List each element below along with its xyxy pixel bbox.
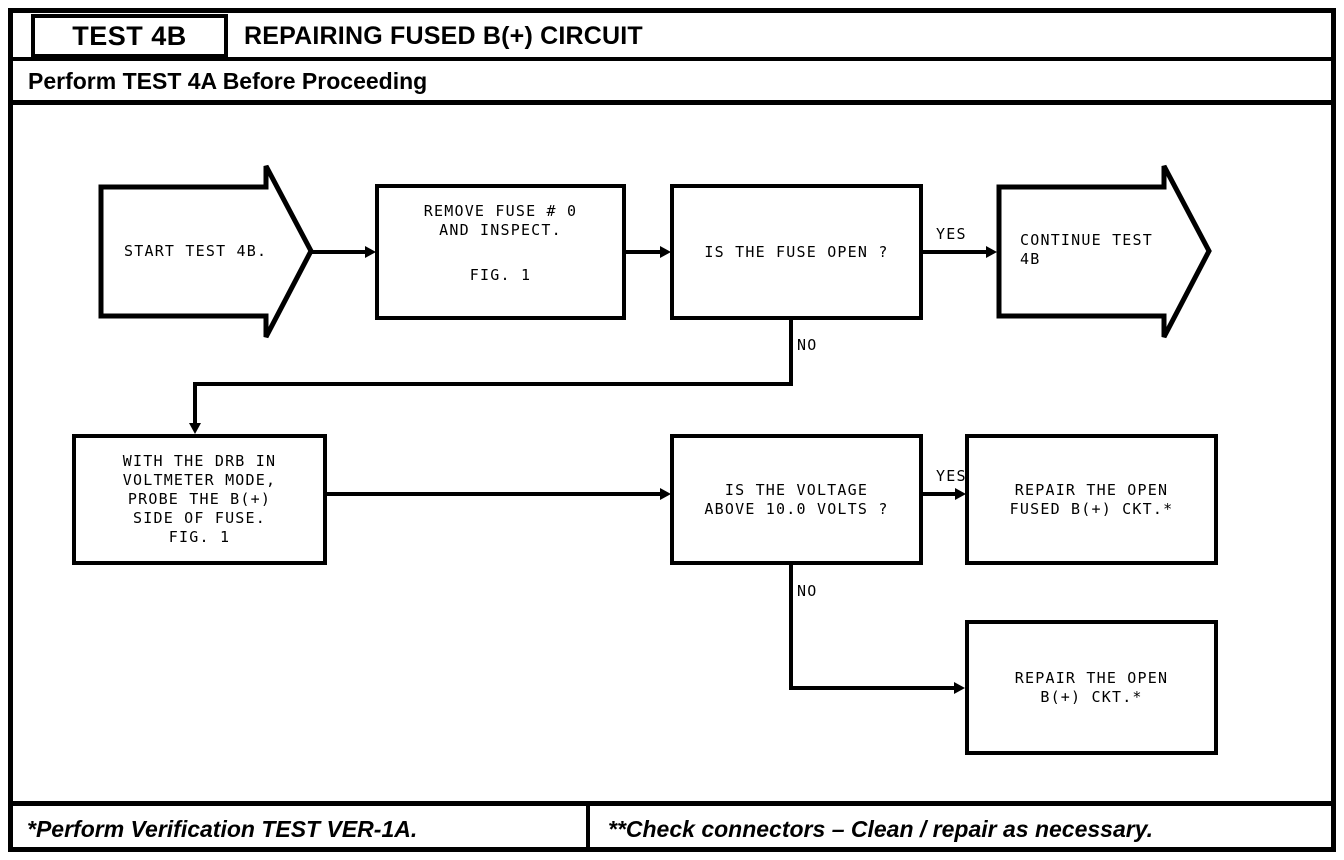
edge-remove-fuse-to-decision [626,250,662,254]
node-repair-open-ckt: REPAIR THE OPEN B(+) CKT.* [965,620,1218,755]
edge-fuse-open-yes-arrowhead [986,246,997,258]
edge-fuse-open-no-arrowhead [189,423,201,434]
edge-voltage-no-segment-down [789,565,793,690]
prerequisite-note: Perform TEST 4A Before Proceeding [28,67,428,94]
test-id-label: TEST 4B [72,20,187,51]
node-repair-fused-ckt: REPAIR THE OPEN FUSED B(+) CKT.* [965,434,1218,565]
edge-label-voltage-no: NO [797,582,818,600]
edge-start-to-remove-fuse-arrowhead [365,246,376,258]
node-remove-fuse-line1: REMOVE FUSE # 0 [423,201,578,220]
node-repair-open-line1: REPAIR THE OPEN [1014,668,1169,687]
edge-remove-fuse-to-decision-arrowhead [660,246,671,258]
node-drb-probe-line5: FIG. 1 [168,528,231,546]
edge-fuse-open-no-segment-down [789,320,793,386]
node-drb-probe-line4: SIDE OF FUSE. [133,509,266,527]
edge-voltage-no-segment-right [789,686,957,690]
node-repair-fused-line1: REPAIR THE OPEN [1014,480,1169,499]
continue-arrow-shape [996,164,1212,339]
node-remove-fuse-line2: AND INSPECT. [439,220,562,239]
edge-fuse-open-no-segment-down2 [193,382,197,428]
node-voltage-decision: IS THE VOLTAGE ABOVE 10.0 VOLTS ? [670,434,923,565]
node-drb-probe-line3: PROBE THE B(+) [127,490,272,508]
node-drb-probe-line1: WITH THE DRB IN [122,452,277,470]
header-divider-2 [13,100,1331,105]
footer-divider-top [13,801,1331,806]
node-continue-test-line2: 4B [1020,250,1041,268]
edge-drb-to-voltage-arrowhead [660,488,671,500]
node-start: START TEST 4B. [98,163,314,340]
edge-label-fuse-open-no: NO [797,336,818,354]
edge-voltage-no-arrowhead [954,682,965,694]
node-drb-probe-line2: VOLTMETER MODE, [122,471,277,489]
node-fuse-open-decision: IS THE FUSE OPEN ? [670,184,923,320]
node-drb-probe: WITH THE DRB IN VOLTMETER MODE, PROBE TH… [72,434,327,565]
edge-fuse-open-yes [923,250,989,254]
page-title: REPAIRING FUSED B(+) CIRCUIT [244,21,643,50]
edge-label-fuse-open-yes: YES [936,225,967,243]
header-divider-1 [13,57,1331,61]
footer-note-right: **Check connectors – Clean / repair as n… [608,815,1154,842]
edge-fuse-open-no-segment-left [193,382,793,386]
node-repair-open-line2: B(+) CKT.* [1040,687,1143,706]
edge-label-voltage-yes: YES [936,467,967,485]
node-remove-fuse-line3: FIG. 1 [469,265,532,284]
node-continue-test-line1: CONTINUE TEST [1020,231,1153,249]
footer-divider-vertical [586,806,590,852]
node-continue-test: CONTINUE TEST 4B [996,163,1212,340]
node-remove-fuse: REMOVE FUSE # 0 AND INSPECT. FIG. 1 [375,184,626,320]
node-start-label: START TEST 4B. [124,242,268,260]
page-border [8,8,1336,852]
edge-voltage-yes-arrowhead [955,488,966,500]
node-voltage-line2: ABOVE 10.0 VOLTS ? [704,499,889,518]
node-voltage-line1: IS THE VOLTAGE [724,480,869,499]
node-fuse-open-label: IS THE FUSE OPEN ? [704,242,889,261]
edge-voltage-yes [923,492,959,496]
test-id-cell: TEST 4B [31,14,228,58]
start-arrow-shape [98,164,314,339]
edge-drb-to-voltage [327,492,662,496]
edge-start-to-remove-fuse [311,250,367,254]
footer-note-left: *Perform Verification TEST VER-1A. [27,815,418,842]
node-repair-fused-line2: FUSED B(+) CKT.* [1009,499,1174,518]
